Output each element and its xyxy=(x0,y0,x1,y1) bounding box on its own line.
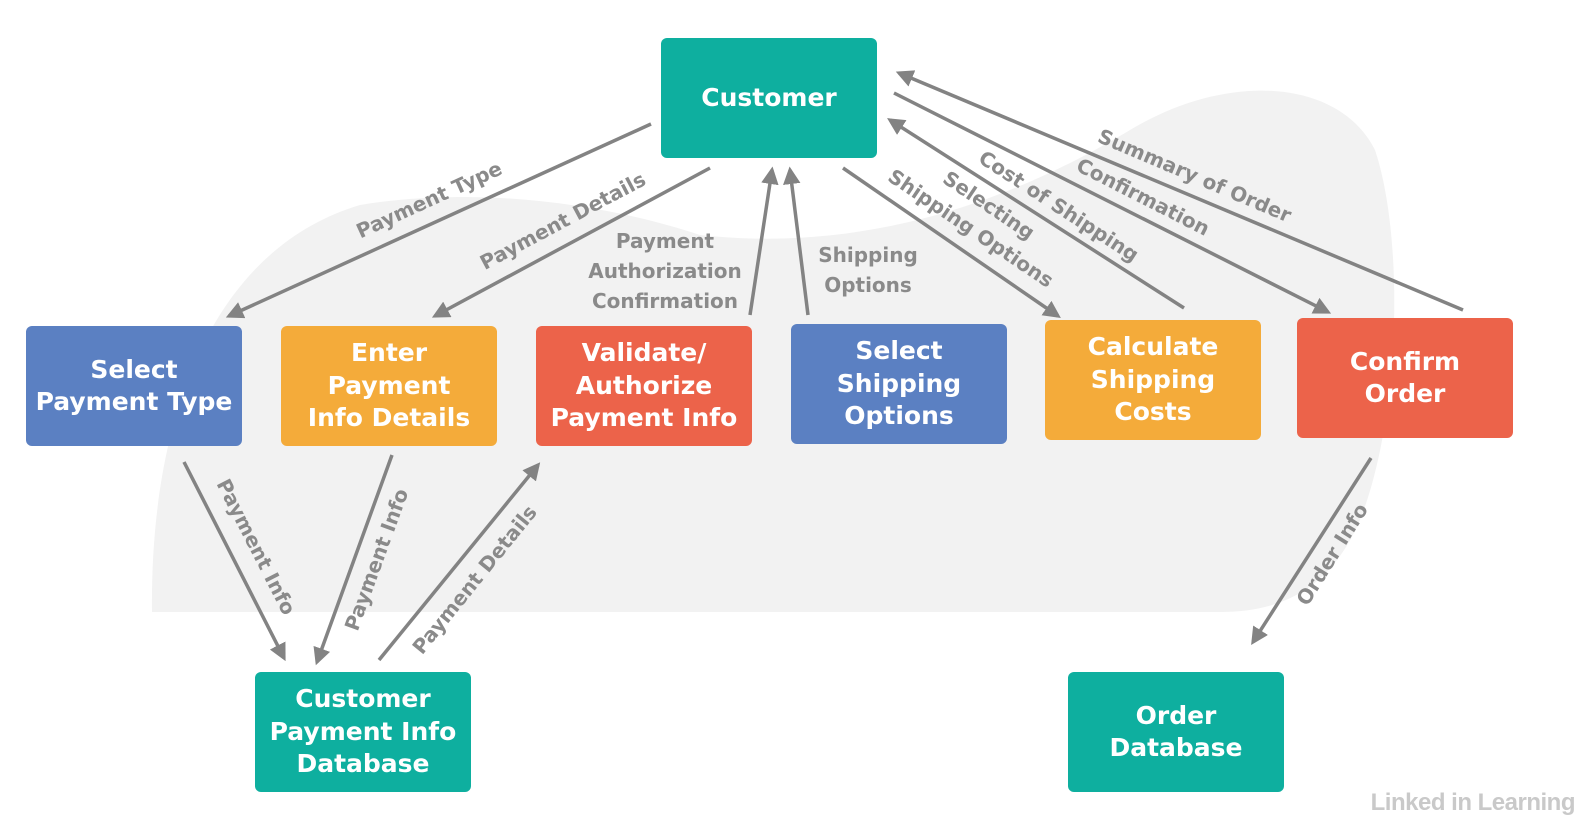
node-order-database: Order Database xyxy=(1068,672,1284,792)
background-blob xyxy=(151,90,1395,613)
arrow-payment-type xyxy=(225,122,652,319)
node-confirm-order: Confirm Order xyxy=(1297,318,1513,438)
node-calculate-shipping: Calculate Shipping Costs xyxy=(1045,320,1261,440)
label-auth-line3: Confirmation xyxy=(592,289,738,313)
arrow-payment-details-bottom xyxy=(377,462,541,662)
node-enter-payment-info: Enter Payment Info Details xyxy=(281,326,497,446)
arrow-confirmation xyxy=(893,91,1332,314)
arrow-summary-of-order xyxy=(895,70,1464,312)
arrow-cost-of-shipping xyxy=(887,118,1185,310)
label-shipping-options-line2: Options xyxy=(824,273,912,297)
arrow-shipping-options xyxy=(783,166,810,316)
arrow-selecting-shipping-options xyxy=(842,166,1061,318)
arrow-payment-info-mid xyxy=(313,454,394,666)
arrow-authorization-confirmation xyxy=(748,166,779,316)
arrow-payment-details-top xyxy=(431,166,711,318)
label-shipping-options-line1: Shipping xyxy=(818,243,918,267)
node-select-payment-type: Select Payment Type xyxy=(26,326,242,446)
node-select-shipping: Select Shipping Options xyxy=(791,324,1007,444)
node-payment-database: Customer Payment Info Database xyxy=(255,672,471,792)
arrow-order-info xyxy=(1251,457,1373,645)
label-auth-line1: Payment xyxy=(616,229,715,253)
node-customer: Customer xyxy=(661,38,877,158)
label-auth-line2: Authorization xyxy=(588,259,742,283)
brand-watermark: Linked in Learning xyxy=(1370,789,1576,816)
node-validate-payment: Validate/ Authorize Payment Info xyxy=(536,326,752,446)
arrow-payment-info-left xyxy=(182,461,286,662)
